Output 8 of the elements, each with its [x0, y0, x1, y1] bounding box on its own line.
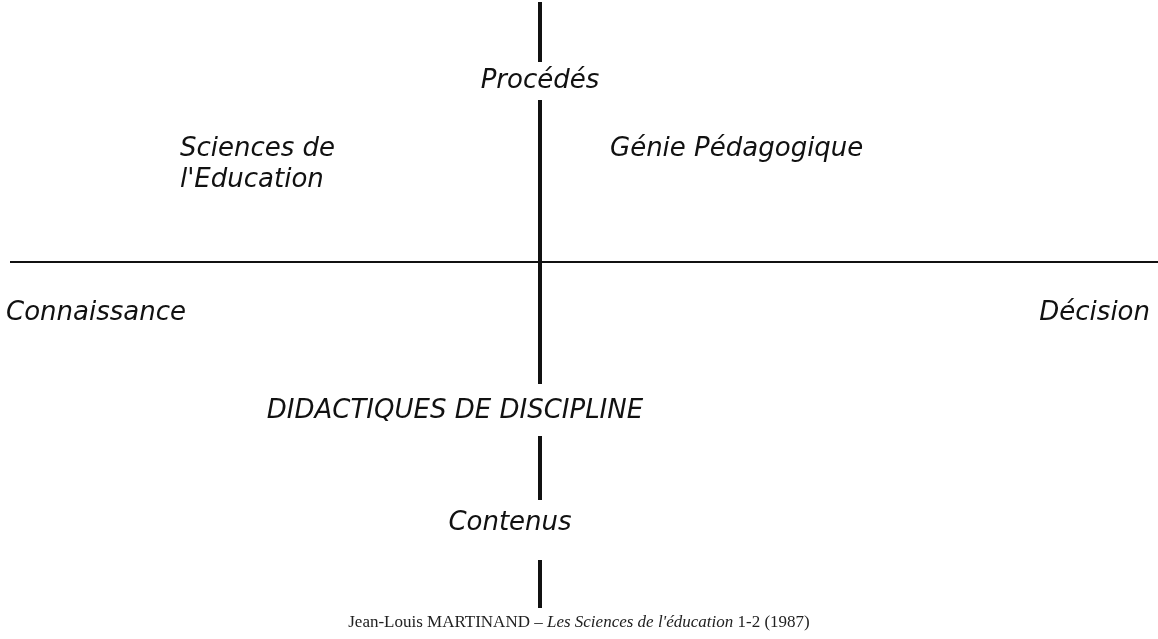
- axis-label: Décision: [1039, 296, 1150, 328]
- caption: Jean-Louis MARTINAND – Les Sciences de l'éducation 1-2 (1987): [347, 612, 811, 632]
- axis-label: DIDACTIQUES DE DISCIPLINE: [266, 394, 644, 426]
- axis-label: Procédés: [480, 64, 600, 96]
- axis-label: Contenus: [448, 506, 572, 538]
- axis-label: Connaissance: [6, 296, 186, 328]
- quadrant-label: Génie Pédagogique: [610, 132, 865, 164]
- quadrant-label: Sciences de l'Education: [180, 132, 337, 195]
